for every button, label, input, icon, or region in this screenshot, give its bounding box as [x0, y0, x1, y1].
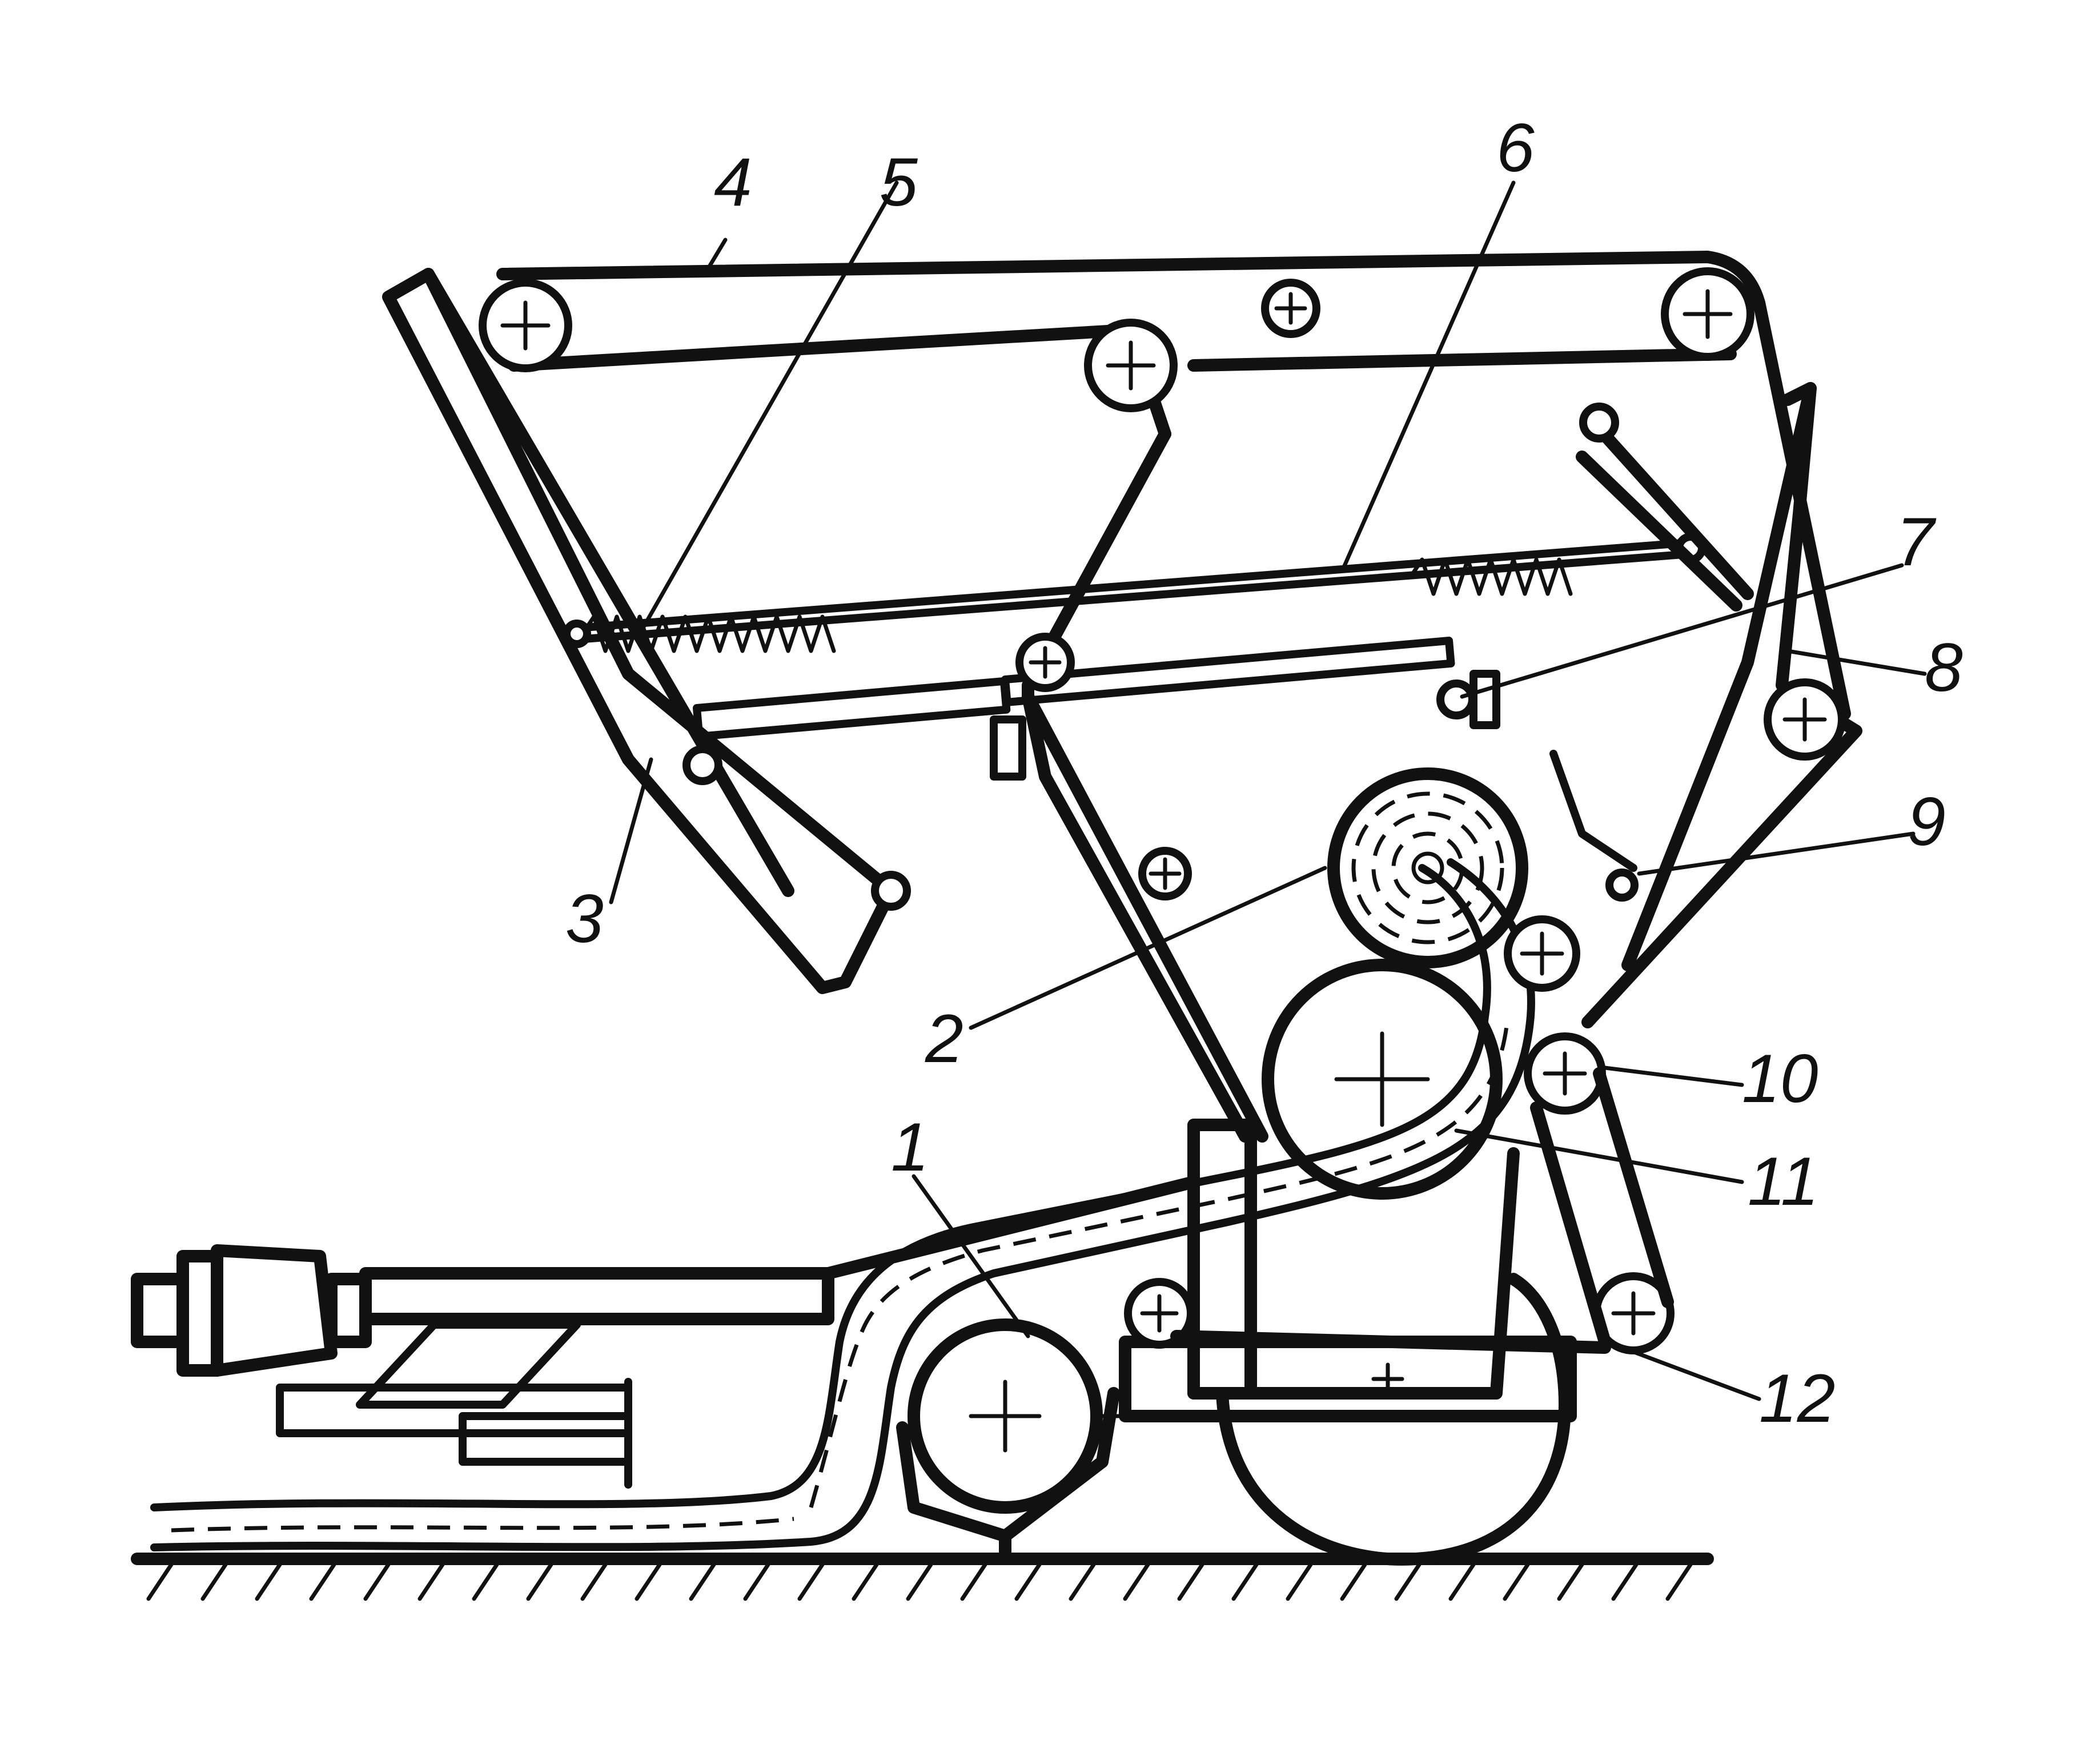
ground-hatch [1231, 1562, 1259, 1601]
hydraulic-cylinder [682, 637, 1500, 785]
leader-lines [609, 180, 1927, 1401]
label-5: 5 [880, 144, 918, 220]
ground-hatch [1286, 1562, 1313, 1601]
label-11: 11 [1748, 1143, 1819, 1220]
ground [131, 1553, 1714, 1601]
mid-rollers [871, 633, 1192, 911]
ground-hatch [906, 1562, 933, 1601]
ground-hatch [417, 1562, 445, 1601]
ground-hatch [1557, 1562, 1584, 1601]
callouts: 1 2 3 4 5 6 7 8 9 10 11 12 [565, 110, 1963, 1437]
pto-drawbar [131, 1244, 834, 1489]
label-2: 2 [925, 1000, 963, 1077]
ground-hatch [309, 1562, 336, 1601]
label-1: 1 [891, 1109, 929, 1185]
ground-hatch [146, 1562, 174, 1601]
ground-hatch [689, 1562, 716, 1601]
label-7: 7 [1896, 504, 1937, 580]
label-9: 9 [1908, 783, 1946, 860]
ground-hatch [255, 1562, 282, 1601]
left-swing-arm [382, 268, 897, 994]
ground-hatch [1503, 1562, 1530, 1601]
label-4: 4 [714, 144, 752, 220]
top-belt [496, 251, 1851, 1143]
ground-hatch [1177, 1562, 1204, 1601]
ground-hatch [580, 1562, 608, 1601]
tension-spring [563, 533, 1706, 653]
ground-hatch [363, 1562, 391, 1601]
windrow [150, 858, 1535, 1551]
ground-hatch [743, 1562, 770, 1601]
top-rollers [479, 267, 1754, 412]
bale-roll [1327, 767, 1528, 968]
ground-hatch [1394, 1562, 1422, 1601]
gate-roller [1764, 678, 1846, 761]
ground-hatch [1448, 1562, 1476, 1601]
ground-hatch [200, 1562, 228, 1601]
label-8: 8 [1925, 629, 1963, 706]
ground-hatch [1014, 1562, 1042, 1601]
ground-hatch [635, 1562, 662, 1601]
ground-hatch [1123, 1562, 1150, 1601]
ground-hatch [1665, 1562, 1693, 1601]
ground-hatch [1611, 1562, 1639, 1601]
ground-hatch [1340, 1562, 1367, 1601]
pickup-drum [896, 1318, 1196, 1559]
rear-gate [1576, 382, 1862, 1028]
label-6: 6 [1496, 110, 1535, 186]
main-drum-roller [1262, 959, 1503, 1200]
lower-left-roller [1124, 1278, 1195, 1349]
ground-hatch [960, 1562, 987, 1601]
ground-hatch [797, 1562, 825, 1601]
label-10: 10 [1742, 1040, 1818, 1117]
label-12: 12 [1759, 1360, 1835, 1437]
ground-hatch [526, 1562, 553, 1601]
ground-hatch [1069, 1562, 1096, 1601]
ground-hatch [852, 1562, 879, 1601]
twine-device [1549, 750, 1639, 902]
label-3: 3 [565, 880, 604, 957]
ground-hatch [472, 1562, 499, 1601]
